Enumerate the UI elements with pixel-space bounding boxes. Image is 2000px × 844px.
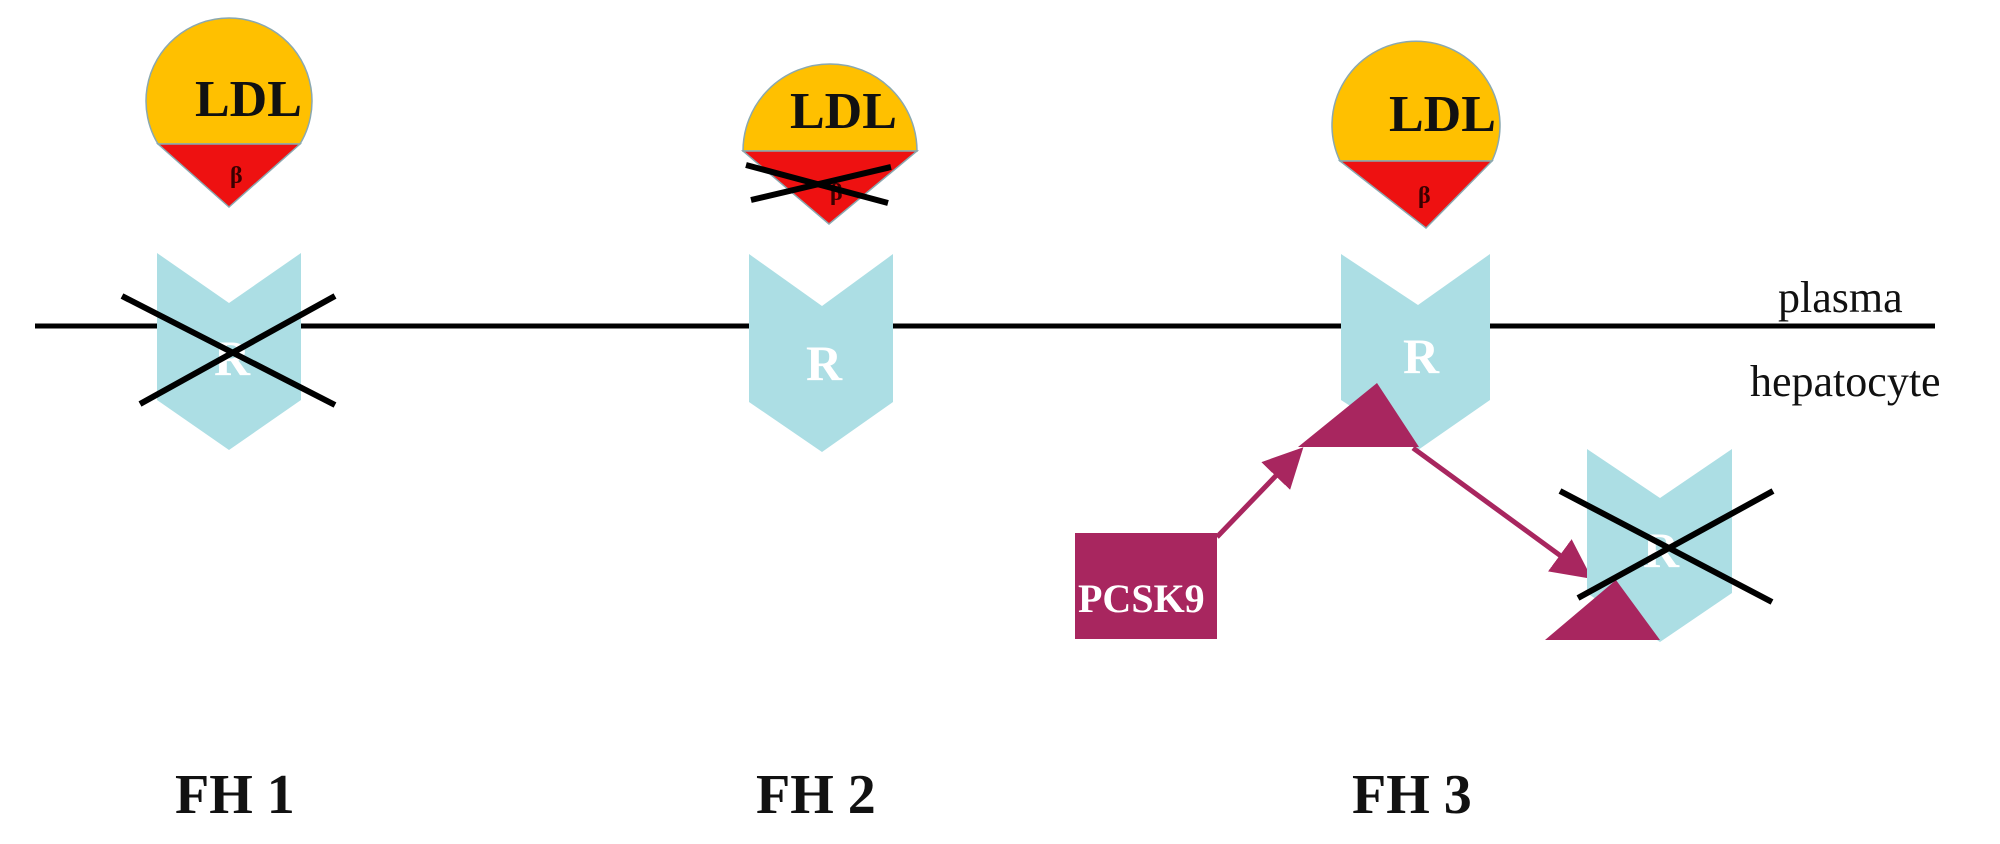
fh1-panel: LDL β R FH 1 [120,17,337,826]
degraded-pcsk9-wedge [1545,580,1660,640]
fh2-apob-cross [745,162,892,206]
fh3-beta-label: β [1418,183,1431,209]
fh3-label: FH 3 [1352,764,1472,826]
fh1-receptor-cross [120,293,337,408]
hepatocyte-label: hepatocyte [1750,357,1941,406]
fh3-panel: LDL β R PCSK9 R FH 3 [1075,40,1775,826]
fh2-receptor: R [749,254,893,452]
fh2-label: FH 2 [756,764,876,826]
fh1-ldl-body [145,17,313,145]
fh3-ldl-body [1331,40,1501,162]
degraded-receptor: R [1545,449,1775,642]
fh1-beta-label: β [230,163,243,189]
fh2-panel: LDL β R FH 2 [740,63,920,826]
fh3-ldl-particle: LDL β [1331,40,1501,230]
fh1-ldl-particle: LDL β [145,17,313,209]
degraded-receptor-cross [1558,488,1775,605]
fh3-apob-wedge [1337,160,1494,230]
pcsk9-box: PCSK9 [1075,533,1217,639]
pcsk9-rect [1075,533,1217,639]
fh3-bound-pcsk9-wedge [1298,383,1419,447]
fh1-ldl-label: LDL [195,71,302,128]
fh2-ldl-label: LDL [790,83,897,140]
plasma-label: plasma [1778,273,1903,322]
fh3-ldl-label: LDL [1389,86,1496,143]
pcsk9-binding-arrow [1215,447,1304,539]
fh1-label: FH 1 [175,764,295,826]
fh2-ldl-particle: LDL β [740,63,920,225]
fh3-receptor-label: R [1403,328,1440,384]
fh2-receptor-shape [749,254,893,452]
fh2-receptor-label: R [806,335,843,391]
fh2-ldl-body [742,63,918,152]
degradation-arrow [1411,445,1593,579]
pcsk9-label: PCSK9 [1078,576,1205,621]
fh1-apob-wedge [156,143,302,209]
